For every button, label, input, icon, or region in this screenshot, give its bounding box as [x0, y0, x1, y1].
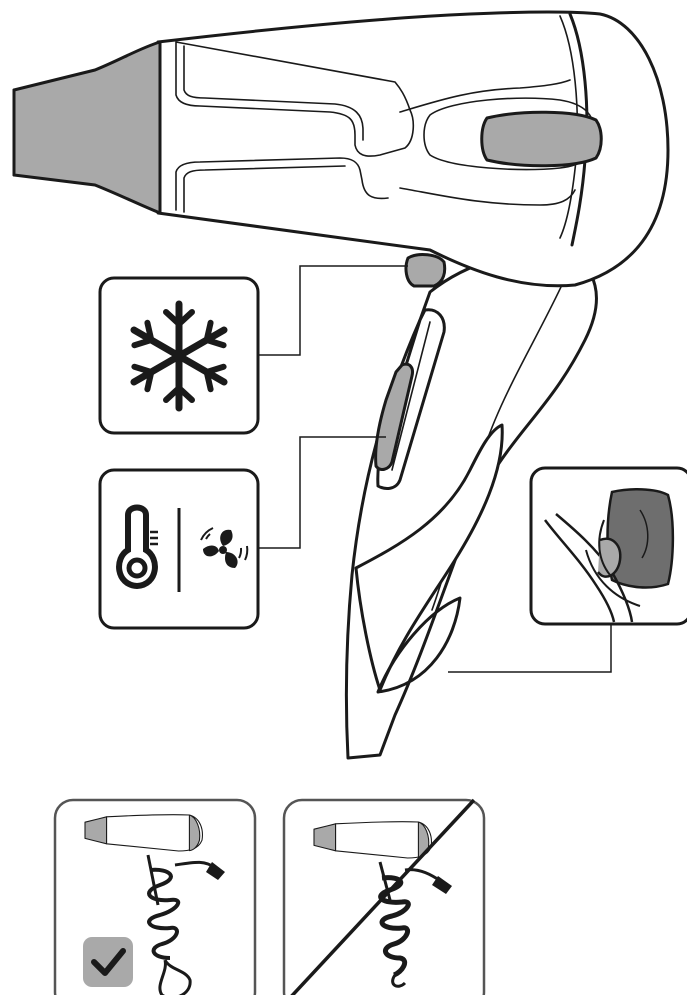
temp-fan-callout: [100, 437, 386, 628]
storage-panel-correct: [55, 800, 255, 995]
side-grille-vent: [482, 112, 602, 166]
storage-panel-incorrect: [284, 800, 484, 995]
checkmark-badge: [83, 937, 133, 987]
hanging-loop-leader: [448, 624, 611, 672]
cool-shot-leader: [258, 266, 408, 355]
cool-shot-button: [406, 255, 445, 286]
cool-shot-callout: [100, 266, 408, 433]
concentrator-nozzle: [14, 42, 160, 213]
